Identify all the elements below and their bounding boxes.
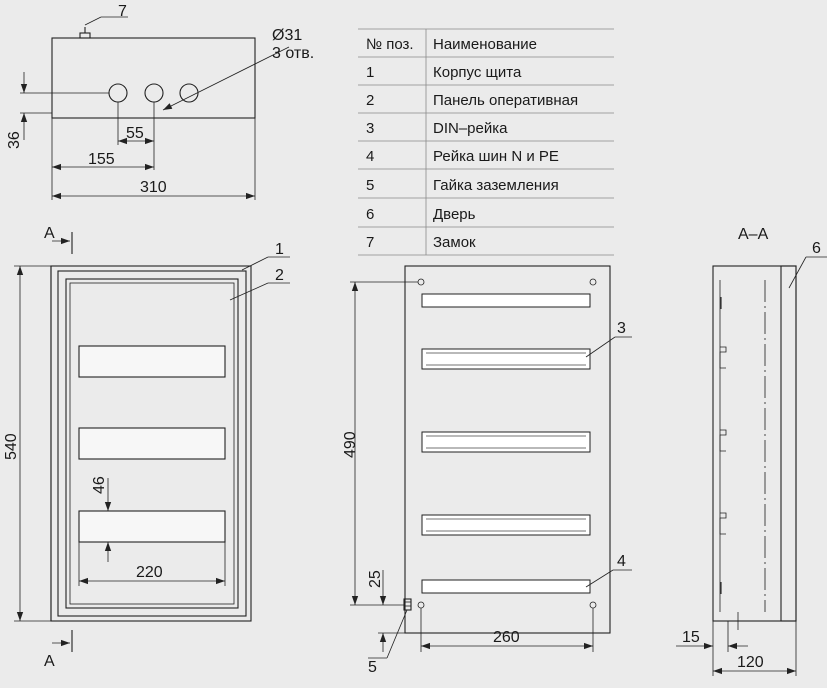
top-view-body	[51, 37, 256, 119]
table-row-name: Дверь	[433, 206, 476, 223]
dim-hole-offset: 155	[88, 151, 115, 168]
dim-hole-spacing: 55	[126, 125, 144, 142]
hole-count-label: 3 отв.	[272, 45, 314, 62]
mounting-view: 490 25 260 3 4 5	[342, 265, 632, 676]
table-header-pos: № поз.	[366, 36, 414, 53]
svg-text:A: A	[44, 653, 55, 670]
dim-depth-top: 36	[6, 131, 23, 149]
section-door	[780, 265, 797, 622]
pos-door-label: 6	[812, 240, 821, 257]
hole-2	[144, 83, 164, 103]
door-frame	[57, 270, 247, 617]
section-mark-top: A	[44, 225, 73, 254]
section-mark-bottom: A	[44, 630, 73, 670]
table-row-pos: 3	[366, 120, 374, 137]
pos-body-label: 1	[275, 241, 284, 258]
table-row-pos: 7	[366, 234, 374, 251]
pos-panel-label: 2	[275, 267, 284, 284]
section-title: A–A	[738, 226, 769, 243]
section-body	[712, 265, 797, 622]
dim-door-thickness: 15	[682, 629, 700, 646]
hole-dia-label: Ø31	[272, 27, 302, 44]
mounting-plate	[404, 265, 611, 634]
table-row-name: Панель оперативная	[433, 92, 578, 109]
dim-section-depth: 120	[737, 654, 764, 671]
front-view: A A 540 46 220 1 2	[3, 225, 290, 670]
dim-front-height: 540	[3, 433, 20, 460]
pos-lock-label: 7	[118, 3, 127, 20]
dim-window-width: 220	[136, 564, 163, 581]
top-view: 7 Ø31 3 отв. 36 55 155 310	[6, 3, 314, 200]
section-view: A–A 6 15 120	[676, 226, 827, 676]
din-rail-1	[421, 293, 591, 308]
parts-table: № поз. Наименование 1 Корпус щита 2 Пане…	[358, 28, 614, 256]
lock-symbol	[79, 27, 91, 39]
window-2	[78, 427, 226, 460]
table-row-name: DIN–рейка	[433, 120, 508, 137]
table-row-pos: 1	[366, 64, 374, 81]
pos-bus-label: 4	[617, 553, 626, 570]
table-row-pos: 5	[366, 177, 374, 194]
dim-mount-height: 490	[342, 431, 359, 458]
ground-nut	[403, 598, 412, 611]
table-header-name: Наименование	[433, 36, 537, 53]
window-1	[78, 345, 226, 378]
pos-din-label: 3	[617, 320, 626, 337]
pos-ground-label: 5	[368, 659, 377, 676]
table-row-name: Корпус щита	[433, 64, 522, 81]
hole-1	[108, 83, 128, 103]
din-rail-4	[421, 514, 591, 536]
dim-width-top: 310	[140, 179, 167, 196]
din-rail-3	[421, 431, 591, 453]
svg-text:A: A	[44, 225, 55, 242]
table-row-name: Гайка заземления	[433, 177, 559, 194]
table-row-name: Замок	[433, 234, 476, 251]
table-row-pos: 4	[366, 148, 374, 165]
din-rail-2	[421, 348, 591, 370]
dim-mount-bottom: 25	[367, 570, 384, 588]
hole-3	[179, 83, 199, 103]
dim-mount-width: 260	[493, 629, 520, 646]
bus-rail	[421, 579, 591, 594]
table-row-name: Рейка шин N и PE	[433, 148, 559, 165]
dim-window-height: 46	[91, 476, 108, 494]
table-row-pos: 2	[366, 92, 374, 109]
table-row-pos: 6	[366, 206, 374, 223]
operational-panel	[65, 278, 239, 609]
window-3	[78, 510, 226, 543]
